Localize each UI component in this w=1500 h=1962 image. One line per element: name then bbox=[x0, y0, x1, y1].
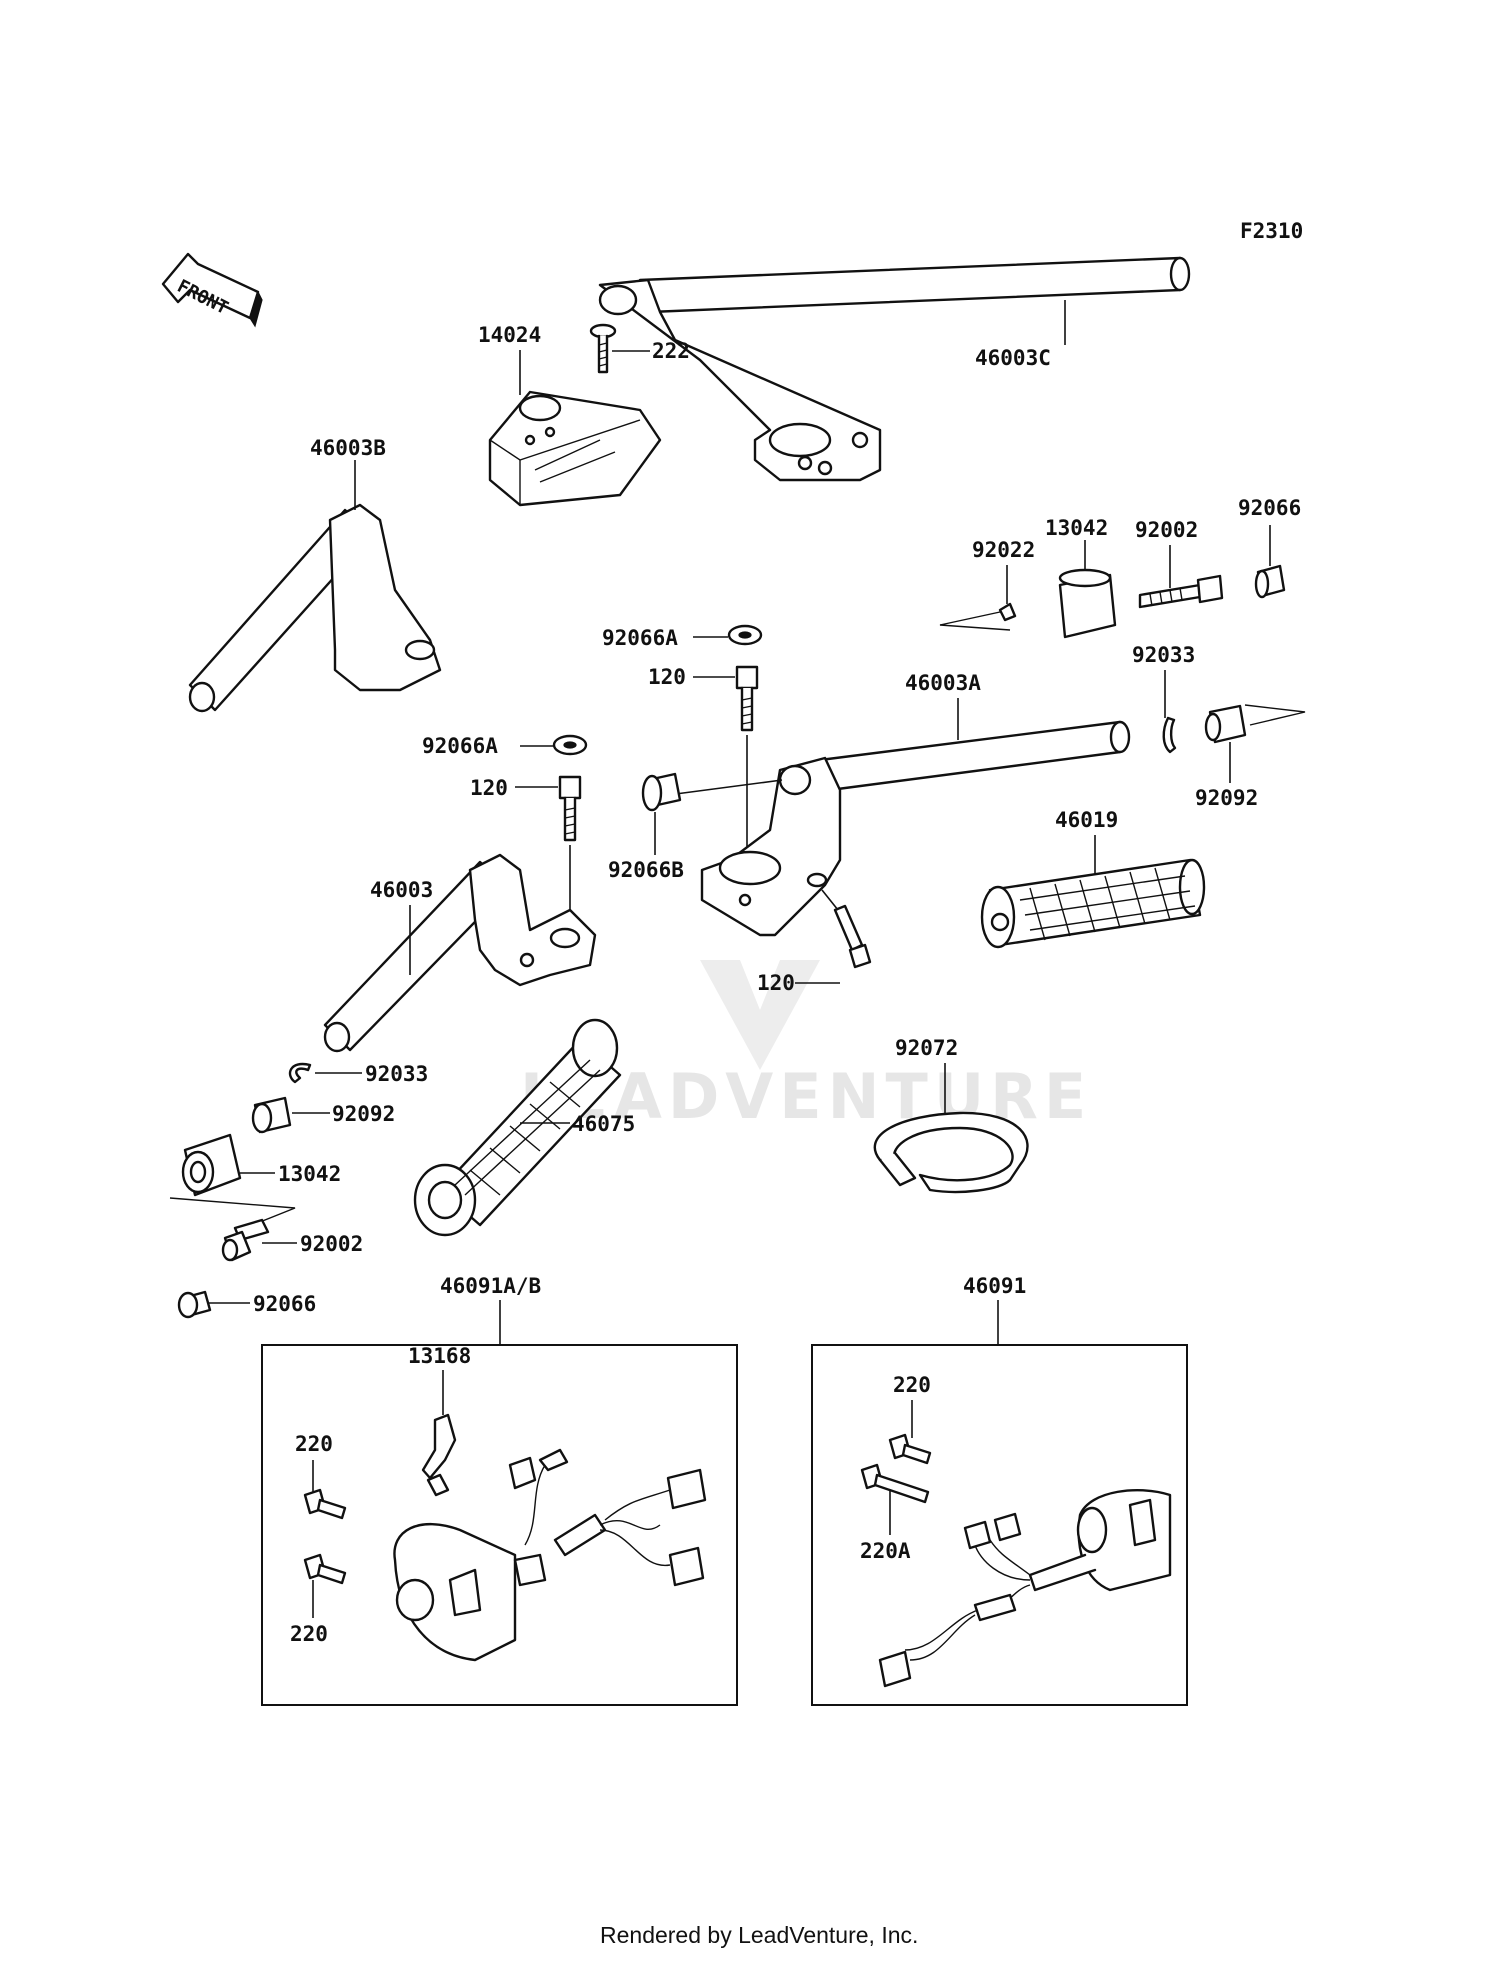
part-46003C-handlebar bbox=[598, 256, 1191, 482]
part-92066B-cap bbox=[641, 772, 682, 812]
part-92092-damper-left bbox=[251, 1096, 292, 1134]
part-92066A-washer-a bbox=[727, 624, 763, 646]
label-92002-left: 92002 bbox=[300, 1232, 363, 1256]
label-13168: 13168 bbox=[408, 1344, 471, 1368]
switch-box-46091 bbox=[811, 1344, 1188, 1706]
part-13168-clip bbox=[421, 1413, 457, 1497]
label-92066A-a: 92066A bbox=[602, 626, 678, 650]
part-92092-damper-right bbox=[1204, 704, 1247, 744]
label-220-b: 220 bbox=[290, 1622, 328, 1646]
part-92072-band bbox=[873, 1111, 1029, 1194]
front-arrow-icon: FRONT bbox=[161, 252, 263, 328]
part-92066A-washer-b bbox=[552, 734, 588, 756]
label-92072: 92072 bbox=[895, 1036, 958, 1060]
label-92033-right: 92033 bbox=[1132, 643, 1195, 667]
label-120-c: 120 bbox=[757, 971, 795, 995]
label-120-a: 120 bbox=[648, 665, 686, 689]
part-46003-handlebar bbox=[323, 853, 597, 1053]
part-120-bolt-c bbox=[833, 904, 872, 969]
part-220-screw-c bbox=[888, 1433, 932, 1465]
part-92002-bolt-left bbox=[221, 1218, 270, 1262]
label-46003A: 46003A bbox=[905, 671, 981, 695]
label-46091AB: 46091A/B bbox=[440, 1274, 541, 1298]
figure-code: F2310 bbox=[1240, 219, 1303, 243]
label-92092-left: 92092 bbox=[332, 1102, 395, 1126]
label-92066A-b: 92066A bbox=[422, 734, 498, 758]
part-120-bolt-a bbox=[735, 665, 759, 732]
part-220A-screw bbox=[860, 1463, 930, 1504]
part-92002-bolt-top bbox=[1138, 574, 1224, 609]
part-220-screw-b bbox=[303, 1553, 347, 1585]
label-46003: 46003 bbox=[370, 878, 433, 902]
label-220-a: 220 bbox=[295, 1432, 333, 1456]
part-92033-circlip-left bbox=[288, 1062, 312, 1084]
switch-box-46091AB bbox=[261, 1344, 738, 1706]
label-222: 222 bbox=[652, 339, 690, 363]
part-92022-clip bbox=[998, 602, 1017, 622]
part-13042-weight-top bbox=[1058, 568, 1117, 639]
label-46075: 46075 bbox=[572, 1112, 635, 1136]
label-220A: 220A bbox=[860, 1539, 911, 1563]
part-46091-switch bbox=[878, 1489, 1172, 1688]
label-13042-left: 13042 bbox=[278, 1162, 341, 1186]
part-220-screw-a bbox=[303, 1488, 347, 1520]
part-46003B-handlebar bbox=[188, 503, 442, 713]
label-46019: 46019 bbox=[1055, 808, 1118, 832]
part-92066-cap-left bbox=[177, 1290, 212, 1319]
footer-credit: Rendered by LeadVenture, Inc. bbox=[600, 1922, 918, 1948]
label-46003C: 46003C bbox=[975, 346, 1051, 370]
part-13042-weight-left bbox=[181, 1133, 242, 1197]
label-92033-left: 92033 bbox=[365, 1062, 428, 1086]
label-46003B: 46003B bbox=[310, 436, 386, 460]
part-92033-circlip-right bbox=[1162, 716, 1177, 754]
part-222-screw bbox=[589, 323, 617, 374]
part-120-bolt-b bbox=[558, 775, 582, 842]
part-92066-cap-top bbox=[1254, 564, 1286, 599]
label-92002-top: 92002 bbox=[1135, 518, 1198, 542]
label-92066B: 92066B bbox=[608, 858, 684, 882]
part-46091AB-switch bbox=[393, 1448, 707, 1662]
label-92066-left: 92066 bbox=[253, 1292, 316, 1316]
label-120-b: 120 bbox=[470, 776, 508, 800]
label-13042-top: 13042 bbox=[1045, 516, 1108, 540]
label-46091: 46091 bbox=[963, 1274, 1026, 1298]
part-46003A-handlebar bbox=[700, 720, 1131, 937]
label-220-c: 220 bbox=[893, 1373, 931, 1397]
label-14024: 14024 bbox=[478, 323, 541, 347]
label-92066-top: 92066 bbox=[1238, 496, 1301, 520]
part-14024-bracket bbox=[488, 390, 662, 507]
label-92022: 92022 bbox=[972, 538, 1035, 562]
part-46019-grip bbox=[980, 858, 1206, 949]
label-92092-right: 92092 bbox=[1195, 786, 1258, 810]
